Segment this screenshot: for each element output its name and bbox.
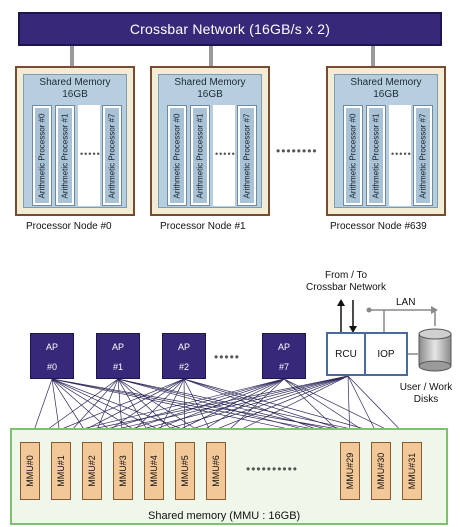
crossbar-link-node-639	[371, 46, 375, 66]
crossbar-network: Crossbar Network (16GB/s x 2)	[18, 12, 442, 46]
crossbar-link-label: From / To Crossbar Network	[305, 270, 387, 293]
shared-memory-title: Shared Memory 16GB	[335, 77, 437, 101]
ap-id: #0	[46, 362, 57, 372]
rcu-unit: RCU	[328, 334, 366, 374]
mmu-block: MMU#5	[175, 442, 195, 500]
mmu-block: MMU#0	[20, 442, 40, 500]
mmu-label: MMU#5	[180, 455, 190, 487]
mmu-block: MMU#30	[371, 442, 391, 500]
shared-memory-title: Shared Memory 16GB	[24, 77, 126, 101]
shared-memory-label: Shared Memory	[39, 77, 111, 88]
arithmetic-processor: Arithmetic Processor #1	[190, 105, 210, 206]
crossbar-link-node-1	[209, 46, 213, 66]
mmu-label: MMU#4	[149, 455, 159, 487]
shared-memory-label: Shared Memory	[174, 77, 246, 88]
lan-label: LAN	[396, 297, 416, 308]
arithmetic-processor: Arithmetic Processor #0	[343, 105, 363, 206]
ellipsis: •••••	[215, 149, 236, 159]
shared-memory-block: Shared Memory 16GB Arithmetic Processor …	[23, 74, 127, 208]
mmu-block: MMU#31	[402, 442, 422, 500]
node-label: Processor Node #0	[26, 221, 112, 232]
ap-block: AP #2	[162, 333, 206, 379]
ap-name: AP	[45, 342, 58, 352]
ap-name: AP	[177, 342, 190, 352]
mmu-label: MMU#30	[376, 452, 386, 490]
ap-block: AP #1	[96, 333, 140, 379]
node-label: Processor Node #1	[160, 221, 246, 232]
shared-memory-size: 16GB	[197, 89, 223, 100]
ap-block: AP #0	[30, 333, 74, 379]
shared-memory-size: 16GB	[373, 89, 399, 100]
shared-memory-label: Shared memory (MMU : 16GB)	[148, 510, 301, 522]
mmu-label: MMU#3	[118, 455, 128, 487]
ellipsis: ••••••••••	[246, 462, 299, 476]
mmu-block: MMU#3	[113, 442, 133, 500]
mmu-label: MMU#2	[87, 455, 97, 487]
mmu-block: MMU#29	[340, 442, 360, 500]
crossbar-label: Crossbar Network (16GB/s x 2)	[129, 21, 331, 37]
node-label: Processor Node #639	[330, 221, 427, 232]
shared-memory-block: Shared Memory 16GB Arithmetic Processor …	[334, 74, 438, 208]
arithmetic-processor: Arithmetic Processor #7	[102, 105, 122, 206]
iop-unit: IOP	[377, 348, 395, 360]
mmu-label: MMU#1	[56, 455, 66, 487]
ap-name: AP	[277, 342, 290, 352]
shared-memory-title: Shared Memory 16GB	[159, 77, 261, 101]
processor-gap	[213, 105, 235, 206]
mmu-block: MMU#4	[144, 442, 164, 500]
shared-memory-block: Shared Memory 16GB Arithmetic Processor …	[158, 74, 262, 208]
ellipsis: •••••	[80, 149, 101, 159]
rcu-iop-block: RCU IOP	[326, 332, 408, 376]
disk-icon	[418, 328, 452, 372]
processor-node: Shared Memory 16GB Arithmetic Processor …	[150, 66, 270, 216]
ellipsis: •••••	[214, 350, 241, 364]
ap-block: AP #7	[262, 333, 306, 379]
crossbar-link-node-0	[70, 46, 74, 66]
shared-memory-size: 16GB	[62, 89, 88, 100]
arithmetic-processor: Arithmetic Processor #1	[55, 105, 75, 206]
arithmetic-processor: Arithmetic Processor #0	[32, 105, 52, 206]
ap-id: #2	[178, 362, 189, 372]
arithmetic-processor: Arithmetic Processor #7	[413, 105, 433, 206]
mmu-block: MMU#1	[51, 442, 71, 500]
processor-gap	[78, 105, 100, 206]
ellipsis: ••••••••	[276, 144, 318, 158]
mmu-label: MMU#31	[407, 452, 417, 490]
processor-node: Shared Memory 16GB Arithmetic Processor …	[326, 66, 446, 216]
arithmetic-processor: Arithmetic Processor #7	[237, 105, 257, 206]
processor-gap	[389, 105, 411, 206]
mmu-label: MMU#6	[211, 455, 221, 487]
arithmetic-processor: Arithmetic Processor #0	[167, 105, 187, 206]
mmu-block: MMU#6	[206, 442, 226, 500]
ellipsis: •••••	[391, 149, 412, 159]
ap-id: #1	[112, 362, 123, 372]
ap-name: AP	[111, 342, 124, 352]
processor-node: Shared Memory 16GB Arithmetic Processor …	[15, 66, 135, 216]
arithmetic-processor: Arithmetic Processor #1	[366, 105, 386, 206]
ap-id: #7	[278, 362, 289, 372]
mmu-label: MMU#0	[25, 455, 35, 487]
mmu-block: MMU#2	[82, 442, 102, 500]
disks-label: User / Work Disks	[399, 382, 453, 405]
mmu-label: MMU#29	[345, 452, 355, 490]
shared-memory-label: Shared Memory	[350, 77, 422, 88]
